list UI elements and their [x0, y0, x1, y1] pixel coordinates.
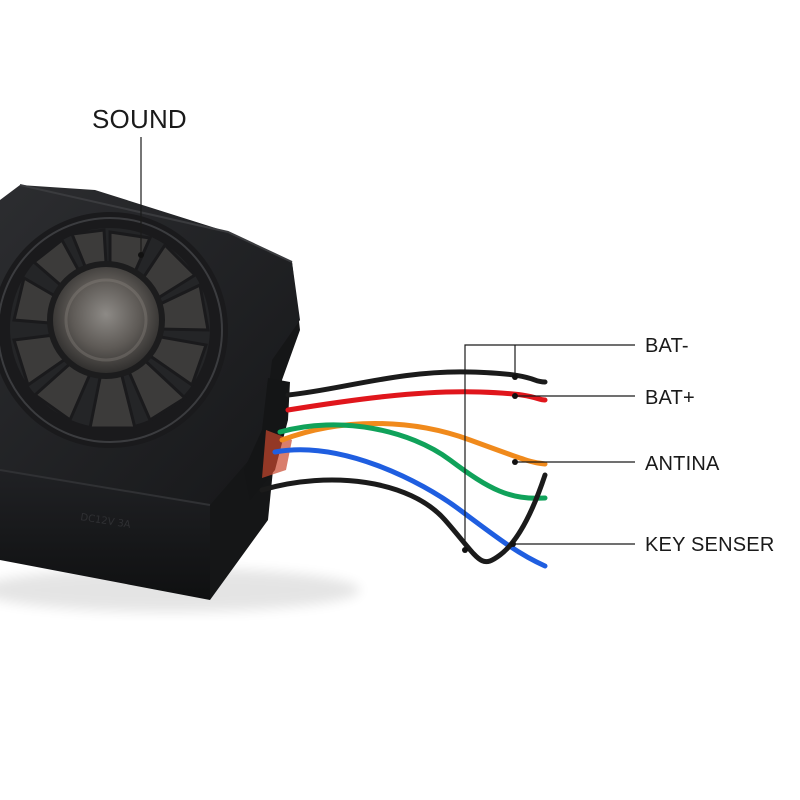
wire-black-2 [259, 472, 548, 565]
callout-antina-dot [512, 459, 518, 465]
callout-bat-minus-dot [512, 374, 518, 380]
callout-bat-minus-line [464, 344, 635, 548]
wire-black-bat-minus [285, 369, 548, 398]
callout-lines [138, 137, 635, 553]
speaker-horn [0, 212, 228, 448]
label-antina: ANTINA [645, 453, 720, 475]
wire-bundle [259, 369, 548, 569]
label-bat-plus: BAT+ [645, 387, 695, 409]
label-sound: SOUND [92, 104, 187, 134]
callout-sound-dot [138, 252, 144, 258]
label-key-senser: KEY SENSER [645, 534, 774, 556]
callout-bat-plus-dot [512, 393, 518, 399]
label-bat-minus: BAT- [645, 335, 689, 357]
wire-red-bat-plus [285, 389, 548, 413]
wire-orange-antina [279, 421, 548, 467]
wire-green [277, 422, 548, 501]
callout-key-senser-dot [510, 541, 516, 547]
callout-bat-minus-dot-2 [462, 547, 468, 553]
wire-blue-key-senser [272, 447, 548, 569]
